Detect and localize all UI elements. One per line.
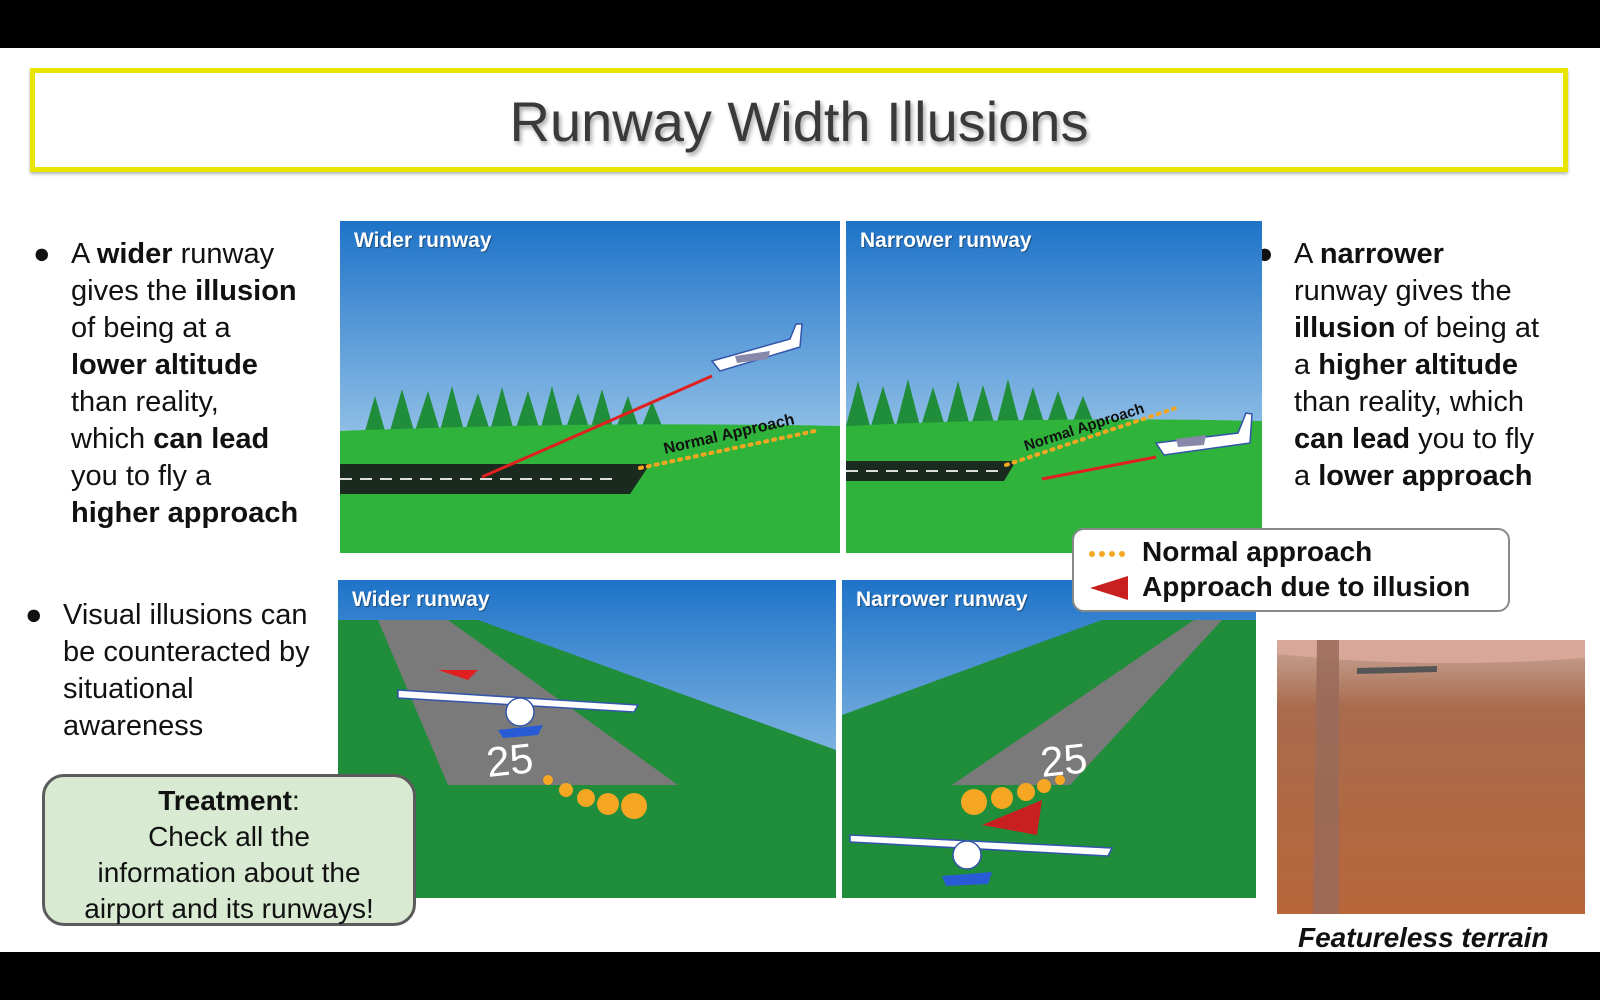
bullet-text: gives the xyxy=(71,275,196,307)
runway-side xyxy=(340,464,650,494)
bullet-emphasis: wider xyxy=(96,238,173,270)
bullet-line: illusion of being at xyxy=(1294,310,1539,347)
normal-approach-dots xyxy=(543,775,647,819)
bullet-text: of being at a xyxy=(71,312,231,344)
bullet-line: than reality, which xyxy=(1294,384,1539,421)
bullet-line: awareness xyxy=(63,710,204,742)
bullet-line: gives the illusion xyxy=(71,273,298,310)
wider-side-illustration: Normal Approach xyxy=(340,221,840,553)
bullet-text: you to fly a xyxy=(71,460,212,492)
bullet-line: can lead you to fly xyxy=(1294,421,1539,458)
runway-narrow xyxy=(952,620,1222,785)
normal-approach-dots xyxy=(1004,406,1178,467)
normal-approach-dots xyxy=(638,429,817,470)
bullet-line: than reality, xyxy=(71,384,298,421)
treatment-line: airport and its runways! xyxy=(84,893,374,924)
panel-narrower-side-view: Normal Approach Narrower runway xyxy=(846,221,1262,553)
bullet-line: runway gives the xyxy=(1294,273,1539,310)
panel-label: Wider runway xyxy=(354,229,492,252)
bullet-emphasis: illusion xyxy=(1294,312,1396,344)
bullet-emphasis: higher approach xyxy=(71,497,299,529)
panel-label: Narrower runway xyxy=(860,229,1032,252)
legend: Normal approach Approach due to illusion xyxy=(1072,528,1510,612)
bullet-dot: ● xyxy=(25,599,43,631)
bullet-line: a higher altitude xyxy=(1294,347,1539,384)
panel-label: Narrower runway xyxy=(856,588,1028,611)
bullet-text: than reality, which xyxy=(1294,386,1524,418)
bullet-dot: ● xyxy=(33,238,51,270)
bullet-text: runway xyxy=(172,238,275,270)
bullet-text: A xyxy=(1294,238,1320,270)
bullet-emphasis: can lead xyxy=(1294,423,1411,455)
narrower-side-illustration: Normal Approach xyxy=(846,221,1262,553)
bullet-emphasis: higher altitude xyxy=(1318,349,1518,381)
legend-normal-label: Normal approach xyxy=(1142,536,1373,567)
treatment-line: information about the xyxy=(97,857,361,888)
treatment-heading: Treatment xyxy=(158,785,293,816)
bullet-line: of being at a xyxy=(71,310,298,347)
bullet-line: A wider runway xyxy=(71,236,298,273)
bullet-visual-illusions: ● Visual illusions can be counteracted b… xyxy=(25,597,310,745)
legend-symbols xyxy=(1089,551,1128,600)
bullet-line: Visual illusions can xyxy=(63,599,308,631)
bullet-emphasis: illusion xyxy=(195,275,297,307)
bullet-emphasis: narrower xyxy=(1319,238,1444,270)
normal-approach-dots xyxy=(961,775,1065,815)
bullet-line: you to fly a xyxy=(71,458,298,495)
bullet-text: runway gives the xyxy=(1294,275,1512,307)
panel-label: Wider runway xyxy=(352,588,490,611)
terrain-photo-image xyxy=(1277,640,1585,914)
wing-strut xyxy=(1313,640,1339,914)
bullet-emphasis: lower altitude xyxy=(71,349,258,381)
bullet-line: situational xyxy=(63,673,194,705)
airplane-icon xyxy=(710,323,803,372)
treatment-line: Check all the xyxy=(148,821,310,852)
runway-number: 25 xyxy=(484,734,535,786)
panel-wider-pilot-view: 25 Wider runway xyxy=(338,580,836,898)
bullet-line: lower altitude xyxy=(71,347,298,384)
treatment-heading-line: Treatment: xyxy=(45,783,413,819)
featureless-terrain-photo xyxy=(1277,640,1585,914)
airplane-icon xyxy=(1154,412,1253,456)
photo-caption: Featureless terrain xyxy=(1298,922,1549,953)
tree-line xyxy=(846,379,1095,426)
illusion-approach-arrow xyxy=(438,670,478,680)
title-box: Runway Width Illusions xyxy=(30,68,1568,172)
bullet-line: which can lead xyxy=(71,421,298,458)
normal-approach-legend-icon xyxy=(1089,551,1125,557)
bullet-line: A narrower xyxy=(1294,236,1539,273)
airplane-icon xyxy=(397,689,640,738)
bullet-line: higher approach xyxy=(71,495,298,532)
bullet-emphasis: lower approach xyxy=(1318,460,1533,492)
bullet-line: a lower approach xyxy=(1294,458,1539,495)
legend-illusion-label: Approach due to illusion xyxy=(1142,571,1471,602)
illusion-approach-line xyxy=(1041,455,1157,481)
slide-title: Runway Width Illusions xyxy=(509,90,1089,153)
bullet-text: than reality, xyxy=(71,386,219,418)
panel-wider-side-view: Normal Approach Wider runway xyxy=(340,221,840,553)
bullet-text: A xyxy=(71,238,97,270)
airplane-icon xyxy=(849,834,1114,886)
narrower-pilot-illustration: 25 xyxy=(842,580,1256,898)
bullet-text: you to fly xyxy=(1410,423,1535,455)
bullet-text: which xyxy=(71,423,154,455)
treatment-colon: : xyxy=(292,785,300,816)
bullet-text: a xyxy=(1294,460,1319,492)
illusion-approach-line xyxy=(481,374,713,479)
panel-narrower-pilot-view: 25 Narrower runway xyxy=(842,580,1256,898)
wider-pilot-illustration: 25 xyxy=(338,580,836,898)
bullet-text: of being at xyxy=(1395,312,1539,344)
bullet-line: be counteracted by xyxy=(63,636,310,668)
illusion-approach-legend-icon xyxy=(1090,576,1128,600)
illusion-approach-arrow xyxy=(982,800,1042,835)
bullet-text: a xyxy=(1294,349,1319,381)
bullet-emphasis: can lead xyxy=(153,423,270,455)
treatment-box: Treatment: Check all the information abo… xyxy=(42,774,416,926)
